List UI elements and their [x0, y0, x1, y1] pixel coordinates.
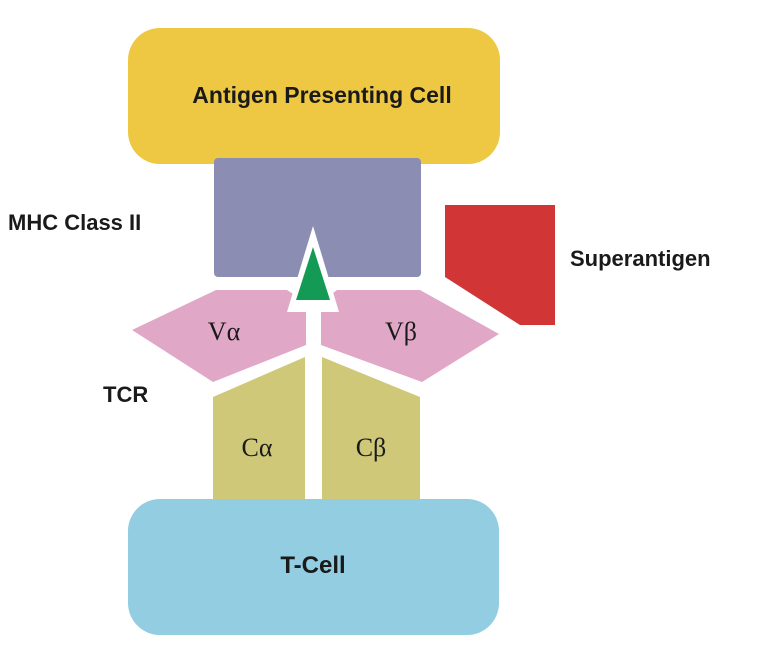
apc-label: Antigen Presenting Cell — [192, 82, 451, 108]
antigen-presenting-cell — [128, 28, 500, 164]
mhc-class-ii-molecule — [214, 158, 421, 277]
v-alpha-label: Vα — [208, 317, 241, 346]
tcr-label: TCR — [103, 382, 148, 407]
superantigen-shape — [445, 205, 555, 325]
mhc-class-ii-label: MHC Class II — [8, 210, 141, 235]
v-beta-label: Vβ — [385, 317, 417, 346]
c-beta-domain — [322, 357, 420, 499]
superantigen-label: Superantigen — [570, 246, 711, 271]
c-alpha-domain — [213, 357, 305, 499]
t-cell — [128, 499, 499, 635]
t-cell-label: T-Cell — [280, 552, 345, 579]
v-beta-domain — [321, 290, 499, 382]
antigen-triangle — [296, 247, 330, 300]
v-alpha-domain — [132, 290, 306, 382]
c-beta-label: Cβ — [356, 433, 387, 462]
c-alpha-label: Cα — [242, 433, 273, 462]
